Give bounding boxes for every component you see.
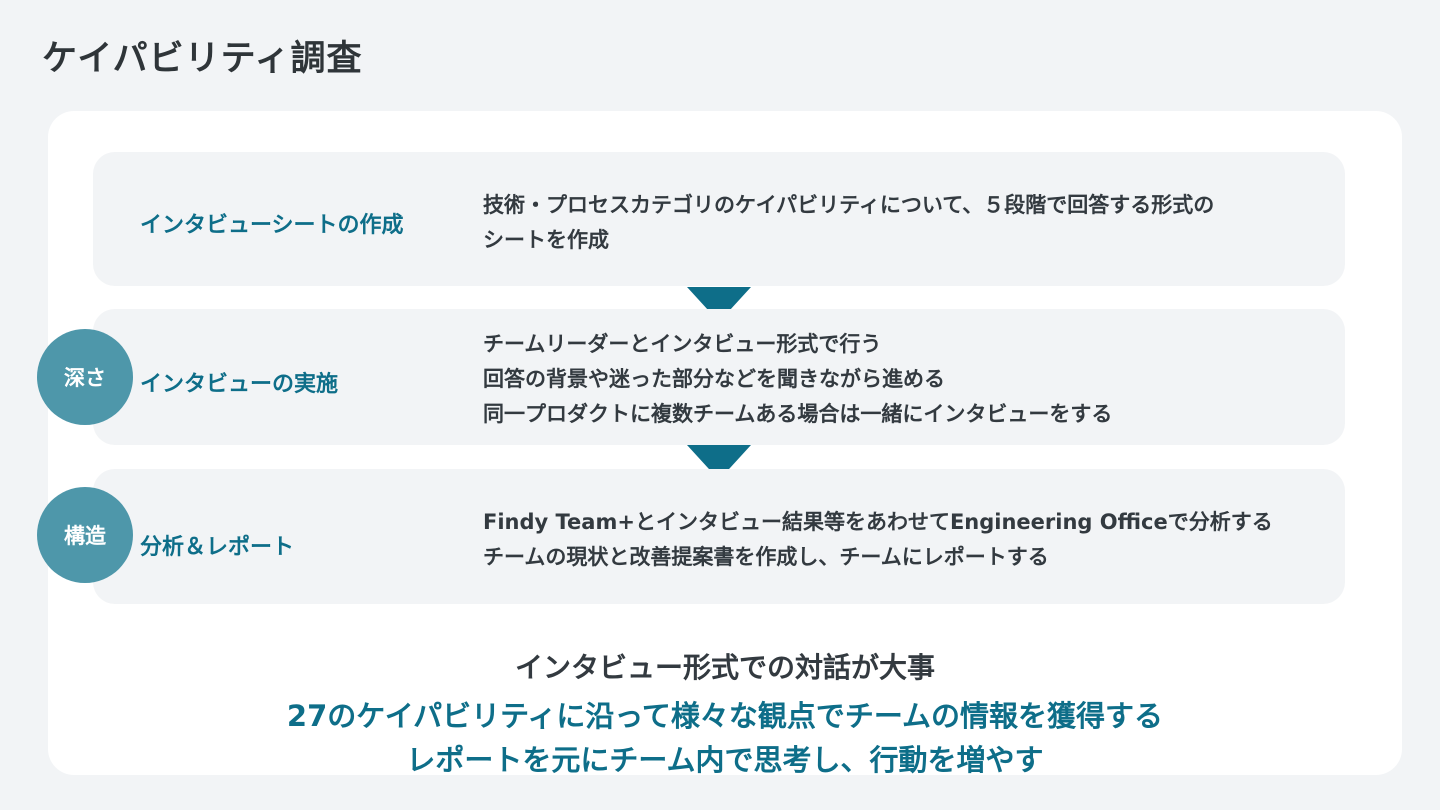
step-description-line: チームの現状と改善提案書を作成し、チームにレポートする	[483, 545, 1049, 569]
step-label: インタビューの実施	[140, 372, 339, 397]
badge-structure: 構造	[37, 487, 133, 583]
step-analysis-report: 分析＆レポート Findy Team+とインタビュー結果等をあわせてEngine…	[93, 469, 1345, 604]
summary-line: レポートを元にチーム内で思考し、行動を増やす	[406, 743, 1044, 777]
step-conduct-interview: インタビューの実施 チームリーダーとインタビュー形式で行う 回答の背景や迷った部…	[93, 309, 1345, 445]
page-title: ケイパビリティ調査	[42, 39, 363, 79]
step-description-line: 同一プロダクトに複数チームある場合は一緒にインタビューをする	[483, 402, 1113, 426]
step-description: Findy Team+とインタビュー結果等をあわせてEngineering Of…	[483, 505, 1339, 575]
step-description-line: シートを作成	[483, 228, 609, 252]
step-description: チームリーダーとインタビュー形式で行う 回答の背景や迷った部分などを聞きながら進…	[483, 327, 1339, 432]
step-description: 技術・プロセスカテゴリのケイパビリティについて、５段階で回答する形式の シートを…	[483, 188, 1339, 258]
step-description-line: 技術・プロセスカテゴリのケイパビリティについて、５段階で回答する形式の	[483, 193, 1215, 217]
step-label: 分析＆レポート	[140, 535, 295, 560]
summary-line: 27のケイパビリティに沿って様々な観点でチームの情報を獲得する	[286, 699, 1164, 733]
step-description-line: Findy Team+とインタビュー結果等をあわせてEngineering Of…	[483, 510, 1273, 534]
summary-title: インタビュー形式での対話が大事	[514, 651, 935, 684]
step-description-line: チームリーダーとインタビュー形式で行う	[483, 332, 882, 356]
step-label: インタビューシートの作成	[140, 213, 404, 238]
step-create-sheet: インタビューシートの作成 技術・プロセスカテゴリのケイパビリティについて、５段階…	[93, 152, 1345, 286]
step-description-line: 回答の背景や迷った部分などを聞きながら進める	[483, 367, 945, 391]
badge-depth: 深さ	[37, 329, 133, 425]
